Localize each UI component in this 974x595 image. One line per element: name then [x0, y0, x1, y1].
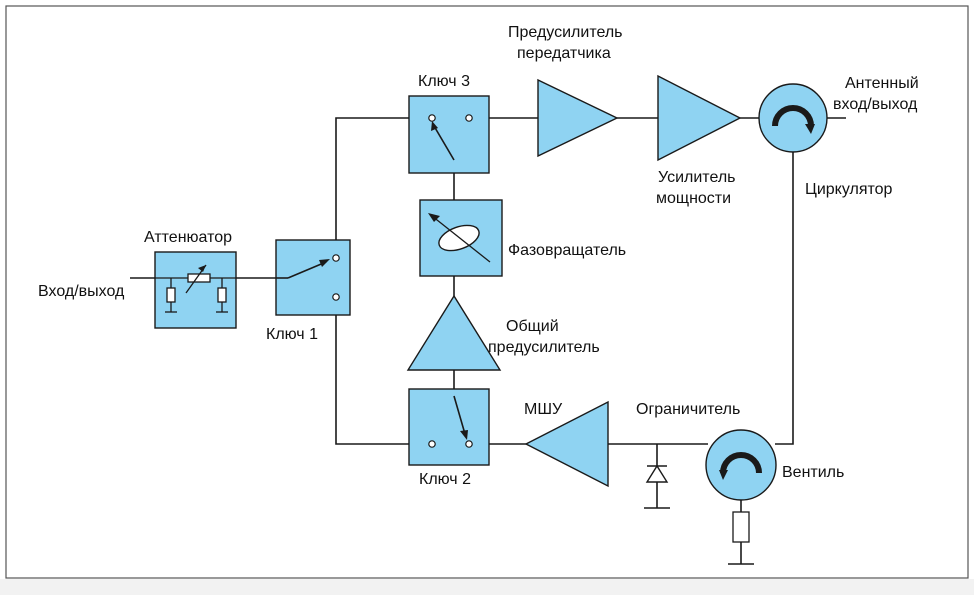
common-preamp-label-2: предусилитель: [488, 339, 600, 356]
key2-switch: [408, 388, 490, 466]
attenuator-label: Аттенюатор: [144, 229, 232, 246]
limiter-label: Ограничитель: [636, 401, 740, 418]
limiter-diode: [645, 464, 669, 483]
lna-label: МШУ: [524, 401, 563, 418]
power-amp-label-1: Усилитель: [658, 169, 736, 186]
lna-triangle: [524, 400, 609, 488]
circulator-label: Циркулятор: [805, 181, 893, 198]
common-preamp-triangle: [406, 294, 502, 371]
power-amp-triangle: [657, 74, 742, 162]
circulator: [758, 83, 828, 153]
isolator: [705, 429, 777, 543]
key1-switch: [275, 239, 351, 316]
preamp-tx-label-2: передатчика: [517, 45, 611, 62]
common-preamp-label-1: Общий: [506, 318, 559, 335]
isolator-label: Вентиль: [782, 464, 844, 481]
bottom-strip: [0, 579, 974, 595]
preamp-tx-triangle: [537, 78, 619, 158]
antenna-label-1: Антенный: [845, 75, 919, 92]
key3-switch: [408, 95, 490, 174]
attenuator-block: [154, 251, 237, 329]
key1-label: Ключ 1: [266, 326, 318, 343]
phase-shifter-block: [419, 199, 503, 277]
key2-label: Ключ 2: [419, 471, 471, 488]
phase-shifter-label: Фазовращатель: [508, 242, 626, 259]
power-amp-label-2: мощности: [656, 190, 731, 207]
antenna-label-2: вход/выход: [833, 96, 918, 113]
input-output-label: Вход/выход: [38, 283, 125, 300]
key3-label: Ключ 3: [418, 73, 470, 90]
preamp-tx-label-1: Предусилитель: [508, 24, 623, 41]
diagram-frame: [5, 5, 969, 579]
